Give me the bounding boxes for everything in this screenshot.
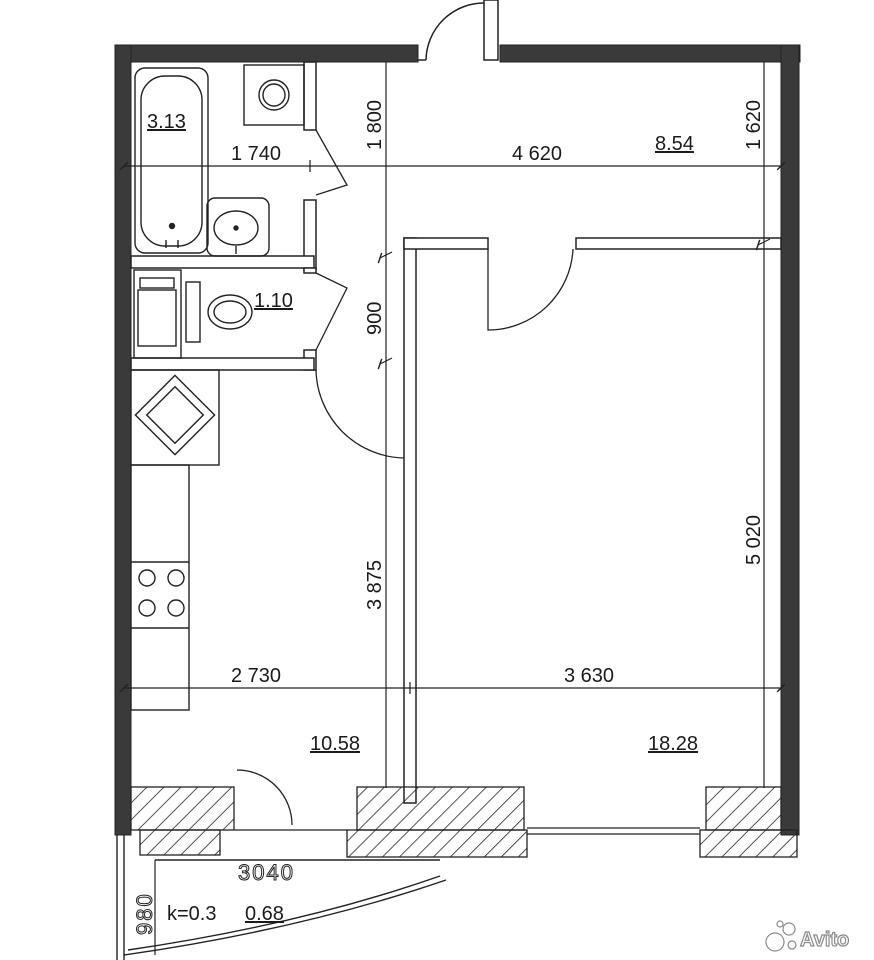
dim-bath-width: 1 740 — [231, 143, 281, 165]
stove — [138, 569, 185, 617]
entrance-door — [418, 0, 499, 61]
dim-kitchen-width: 2 730 — [231, 665, 281, 687]
bathroom-area-label: 3.13 — [147, 111, 186, 133]
kitchen-counter — [130, 369, 220, 711]
kitchen-area-label: 10.58 — [310, 733, 360, 755]
dim-balcony-depth: 980 — [132, 892, 157, 935]
avito-watermark: Avito — [765, 920, 850, 952]
partitions — [130, 61, 782, 804]
avito-dots-icon — [765, 920, 797, 952]
window-wall — [130, 786, 798, 858]
bathroom-sink — [206, 197, 270, 257]
living-area-label: 18.28 — [648, 733, 698, 755]
avito-watermark-text: Avito — [800, 929, 849, 951]
dim-kitchen-depth: 3 875 — [364, 560, 386, 610]
dimension-lines — [119, 62, 786, 955]
dim-toilet-depth: 900 — [364, 302, 386, 335]
toilet-area-label: 1.10 — [254, 290, 293, 312]
balcony-area-label: 0.68 — [245, 903, 284, 925]
dim-living-depth: 5 020 — [743, 515, 765, 565]
dim-living-width: 3 630 — [564, 665, 614, 687]
balcony-coefficient-label: k=0.3 — [167, 903, 216, 925]
dim-corridor-depth-left: 1 800 — [364, 100, 386, 150]
bathtub — [134, 67, 209, 254]
dim-balcony-length: 3040 — [238, 860, 295, 885]
dim-corridor-depth-right: 1 620 — [743, 100, 765, 150]
exterior-walls — [114, 44, 801, 836]
dim-corridor-width: 4 620 — [512, 143, 562, 165]
toilet-fixtures — [133, 269, 253, 359]
corridor-area-label: 8.54 — [655, 133, 694, 155]
balcony — [116, 835, 447, 960]
washing-machine — [243, 64, 305, 126]
